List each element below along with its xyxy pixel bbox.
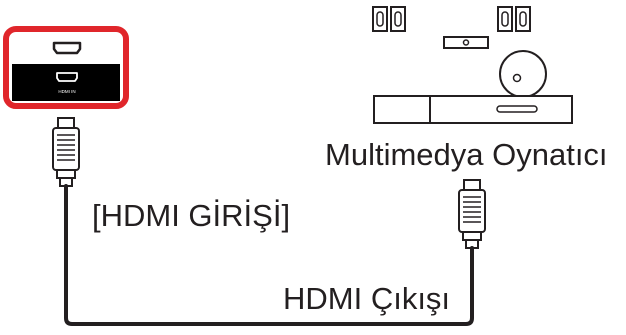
subwoofer-icon: [499, 50, 547, 98]
panel-black-strip: [12, 64, 120, 101]
hdmi-in-caption: HDMI IN: [58, 89, 75, 94]
hdmi-input-label: [HDMI GİRİŞİ]: [92, 198, 291, 233]
panel-top: [12, 34, 120, 64]
highlight-frame: [3, 26, 129, 109]
display-io-panel: HDMI IN: [3, 26, 129, 109]
hdmi-port-icon: [52, 41, 82, 55]
hdmi-plug-icon-right: [458, 179, 486, 249]
hdmi-in-port-icon: [56, 72, 78, 82]
hdmi-cable: [64, 184, 474, 326]
speaker-icon-front-right: [497, 6, 513, 32]
hdmi-plug-icon-left: [52, 117, 80, 187]
speaker-icon-front-left: [372, 6, 388, 32]
speaker-icon-center: [443, 36, 489, 49]
media-player-label: Multimedya Oynatıcı: [325, 137, 608, 172]
speaker-icon-rear-left: [390, 6, 406, 32]
media-player-icon: [373, 95, 573, 124]
speaker-icon-rear-right: [515, 6, 531, 32]
hdmi-output-label: HDMI Çıkışı: [283, 281, 451, 316]
